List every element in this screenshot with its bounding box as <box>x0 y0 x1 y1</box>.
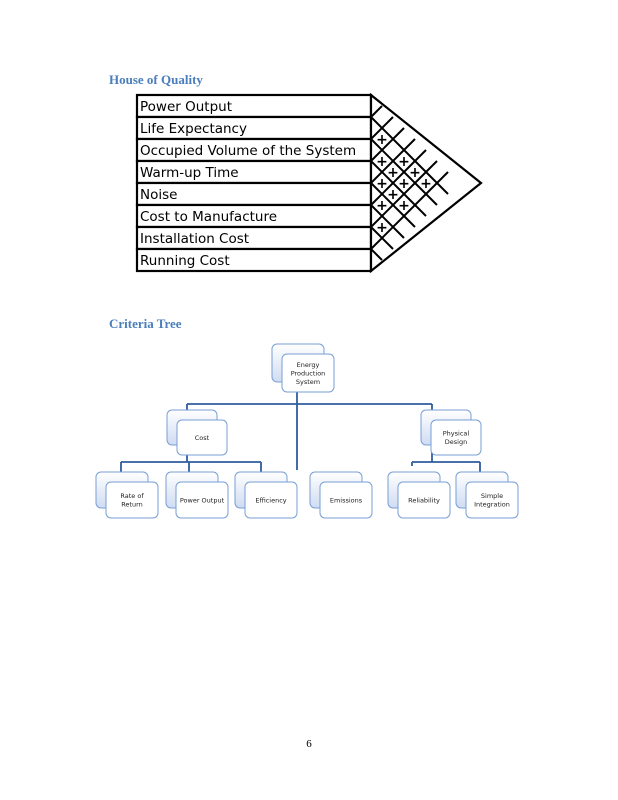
tree-node-label: Rate of <box>120 492 144 500</box>
hoq-row-label: Life Expectancy <box>140 121 247 137</box>
hoq-correlation-plus: + <box>409 165 421 181</box>
hoq-row-label: Power Output <box>140 99 232 115</box>
criteria-tree-heading: Criteria Tree <box>109 316 182 331</box>
hoq-roof-gridline <box>370 149 427 206</box>
hoq-correlation-plus: + <box>376 154 388 170</box>
tree-node-label: Efficiency <box>255 496 286 504</box>
hoq-correlation-plus: + <box>387 165 399 181</box>
hoq-roof-gridline <box>370 105 383 118</box>
hoq-roof-gridline <box>370 116 394 140</box>
tree-node-cost: Cost <box>166 409 228 456</box>
tree-node-label: Emissions <box>330 496 363 504</box>
hoq-roof-gridline <box>370 248 383 261</box>
page-number: 6 <box>306 738 312 750</box>
tree-node-label: System <box>296 378 320 386</box>
tree-node-label: Design <box>445 438 467 446</box>
hoq-row-label: Occupied Volume of the System <box>140 143 356 159</box>
tree-node-label: Energy <box>297 361 320 369</box>
hoq-correlation-plus: + <box>376 176 388 192</box>
hoq-row-label: Installation Cost <box>140 231 249 247</box>
hoq-correlation-plus: + <box>376 132 388 148</box>
tree-node-emissions: Emissions <box>309 471 373 519</box>
tree-node-power-output: Power Output <box>165 471 229 519</box>
hoq-correlation-plus: + <box>420 176 432 192</box>
tree-node-label: Reliability <box>408 496 440 504</box>
tree-node-label: Cost <box>195 434 210 442</box>
tree-node-label: Return <box>121 501 143 509</box>
hoq-correlation-plus: + <box>398 198 410 214</box>
hoq-roof-gridline <box>370 160 438 228</box>
tree-node-efficiency: Efficiency <box>234 471 298 519</box>
hoq-roof-gridline <box>370 204 405 239</box>
hoq-correlation-plus: + <box>387 187 399 203</box>
house-of-quality-heading: House of Quality <box>109 72 203 87</box>
hoq-correlation-plus: + <box>376 198 388 214</box>
tree-node-reliability: Reliability <box>387 471 451 519</box>
hoq-roof-gridline <box>370 138 416 184</box>
hoq-correlation-plus: + <box>398 176 410 192</box>
hoq-roof-gridline <box>370 160 427 217</box>
tree-node-label: Production <box>291 369 326 377</box>
hoq-row-label: Warm-up Time <box>140 165 239 181</box>
hoq-correlation-plus: + <box>376 220 388 236</box>
tree-node-label: Physical <box>443 430 470 438</box>
hoq-correlation-plus: + <box>398 154 410 170</box>
hoq-roof-gridline <box>370 116 449 195</box>
tree-node-label: Power Output <box>180 496 225 504</box>
tree-node-label: Integration <box>474 501 510 509</box>
hoq-roof-gridline <box>370 127 405 162</box>
hoq-row-label: Running Cost <box>140 253 230 269</box>
hoq-row-label: Noise <box>140 187 177 203</box>
hoq-roof-gridline <box>370 171 449 250</box>
hoq-row-label: Cost to Manufacture <box>140 209 277 225</box>
tree-node-label: Simple <box>481 492 503 500</box>
